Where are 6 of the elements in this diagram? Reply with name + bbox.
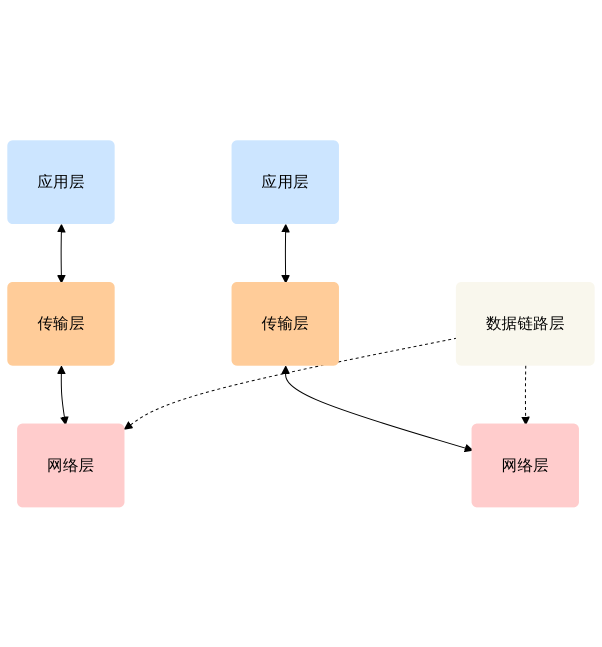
- arrow: [57, 365, 69, 425]
- arrow: [521, 364, 530, 425]
- arrow: [281, 224, 290, 284]
- arrow: [124, 337, 458, 430]
- arrow: [281, 365, 474, 452]
- arrow: [57, 224, 66, 284]
